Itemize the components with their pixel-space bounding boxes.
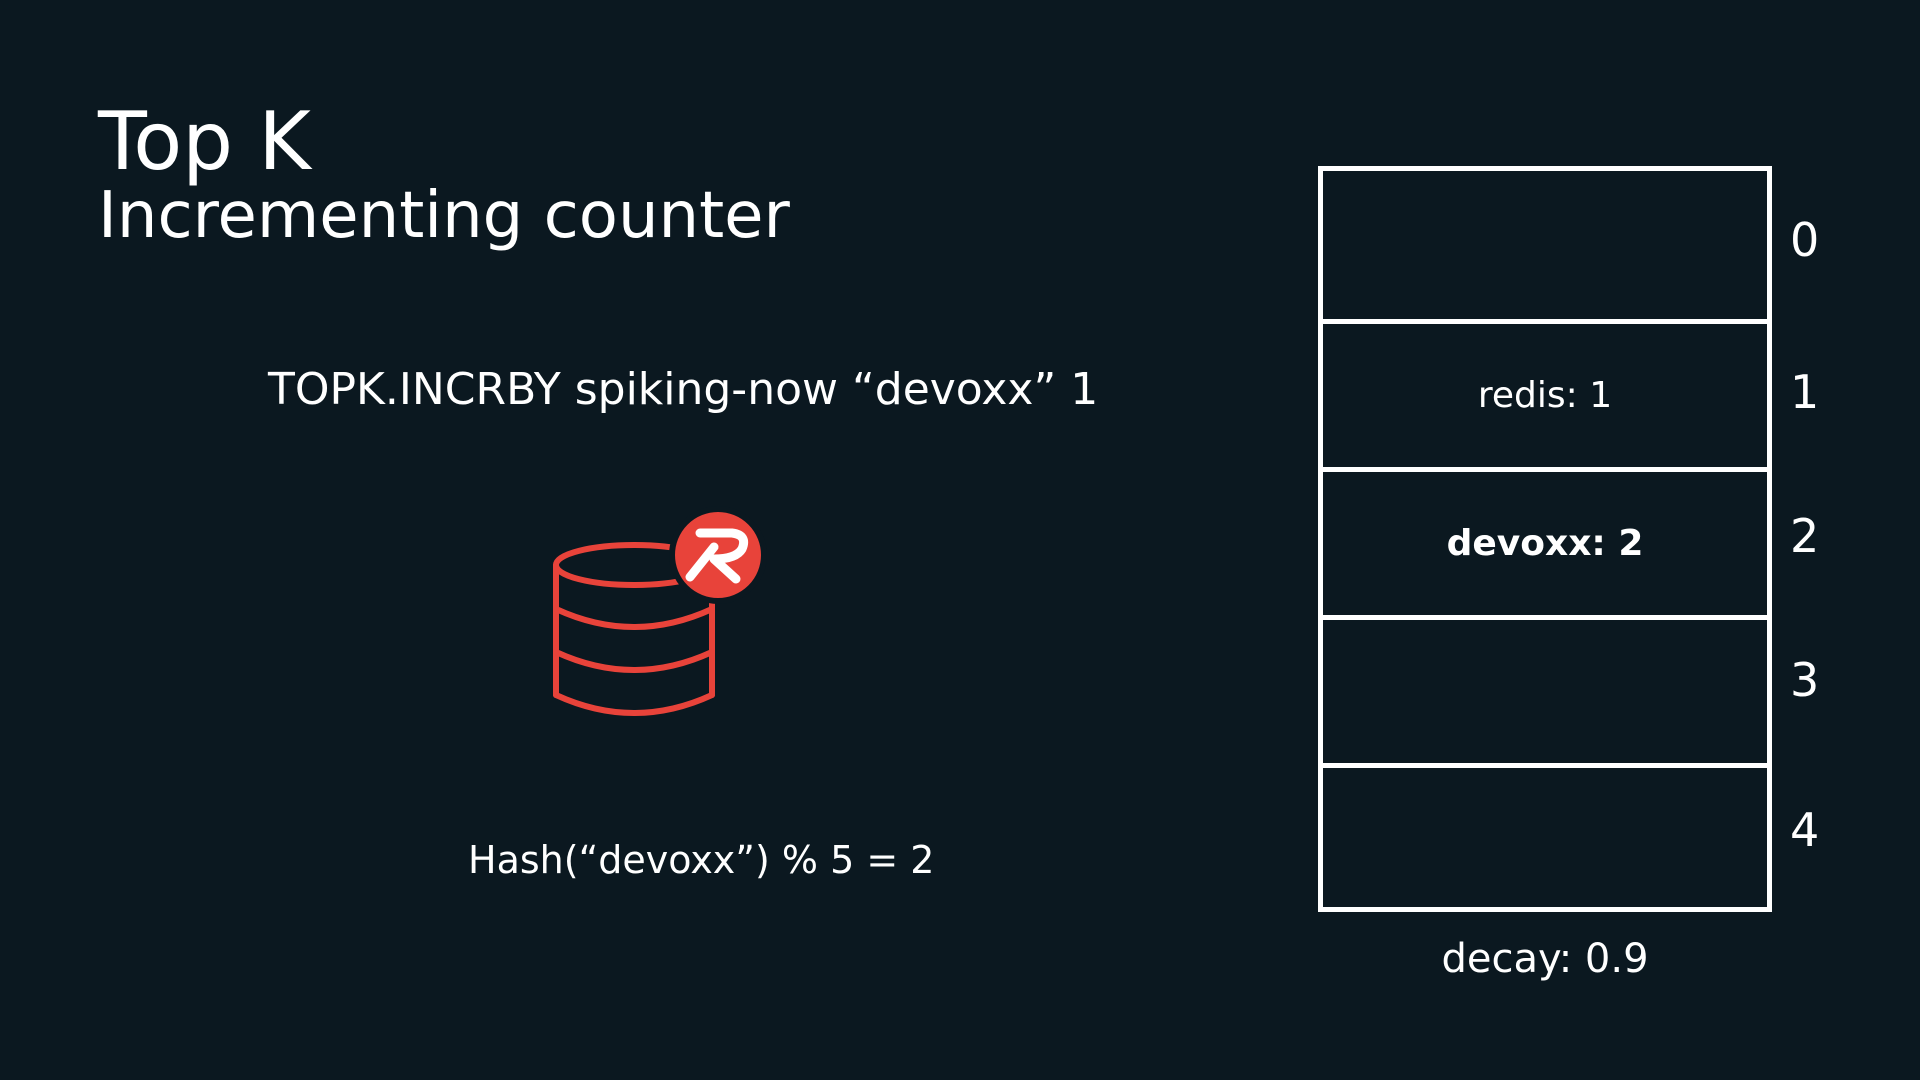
bucket-cell-1: redis: 1 [1323,319,1767,467]
bucket-value: devoxx: 2 [1446,523,1644,564]
bucket-cell-3 [1323,615,1767,763]
slide-title: Top K [98,95,311,188]
bucket-cell-4 [1323,763,1767,911]
bucket-value: redis: 1 [1477,375,1613,416]
slide-subtitle: Incrementing counter [98,179,790,253]
bucket-cell-2: devoxx: 2 [1323,467,1767,615]
bucket-cell-0 [1323,171,1767,319]
bucket-index-3: 3 [1790,653,1820,707]
hash-expression: Hash(“devoxx”) % 5 = 2 [468,838,935,882]
redis-database-icon [553,506,767,716]
decay-label: decay: 0.9 [1441,936,1649,982]
bucket-index-0: 0 [1790,213,1820,267]
topk-bucket-table: redis: 1 devoxx: 2 [1318,166,1772,912]
bucket-index-4: 4 [1790,803,1820,857]
bucket-index-1: 1 [1790,365,1820,419]
bucket-index-2: 2 [1790,509,1820,563]
topk-command: TOPK.INCRBY spiking-now “devoxx” 1 [268,364,1099,415]
